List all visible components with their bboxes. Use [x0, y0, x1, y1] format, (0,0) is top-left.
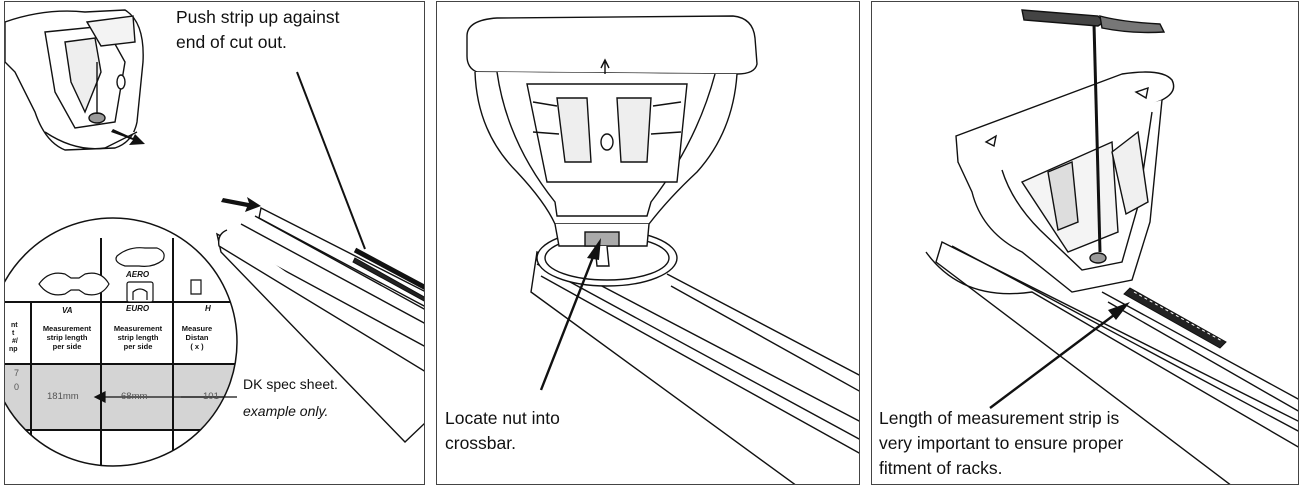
header-euro: EURO — [126, 304, 150, 313]
column-header-3: Measure Distan ( x ) — [181, 324, 213, 351]
column-header-1: Measurement strip length per side — [42, 324, 92, 351]
euro-profile-icon — [126, 281, 154, 303]
step-1-caption: Push strip up against end of cut out. — [176, 7, 340, 52]
crossbar-rail — [530, 250, 859, 484]
step-2-illustration — [466, 15, 859, 484]
step-panel-2: Locate nut into crossbar. — [436, 1, 860, 485]
header-va: VA — [62, 306, 73, 315]
row-stub-1: 0 — [14, 382, 20, 392]
pull-arrow-icon — [111, 129, 145, 145]
step-panel-1: VA AERO EURO H Measurement strip length … — [4, 1, 425, 485]
strip-arrow-icon — [989, 302, 1130, 409]
header-h: H — [205, 304, 211, 313]
value-va: 181mm — [47, 391, 79, 402]
va-profile-icon — [38, 272, 110, 296]
left-stub-1: t — [12, 330, 15, 337]
rack-foot-body — [955, 71, 1175, 293]
left-stub-3: np — [9, 346, 18, 353]
crossbar-rail — [925, 240, 1298, 484]
allen-key-tool — [1021, 9, 1166, 253]
left-stub-0: nt — [11, 322, 18, 329]
header-aero: AERO — [126, 270, 150, 279]
crossbar-rail — [215, 206, 424, 443]
bracket-drawing — [5, 9, 144, 151]
step-1-illustration — [5, 9, 424, 467]
step-2-caption: Locate nut into crossbar. — [445, 408, 560, 453]
aero-profile-icon — [115, 247, 165, 267]
spec-sheet-note: DK spec sheet. — [243, 376, 338, 392]
spec-sheet-inset — [5, 218, 237, 466]
measurement-strip — [352, 257, 424, 302]
caption-leader-line — [296, 71, 366, 250]
rack-foot-body — [466, 15, 758, 267]
step-3-caption: Length of measurement strip is very impo… — [879, 408, 1124, 478]
step-panel-3: Length of measurement strip is very impo… — [871, 1, 1299, 485]
row-stub-0: 7 — [14, 368, 20, 378]
left-stub-2: #/ — [12, 338, 18, 345]
value-aero: 68mm — [121, 391, 148, 402]
step-3-illustration — [925, 9, 1298, 484]
example-only-note: example only. — [243, 403, 329, 419]
push-arrow-icon — [221, 197, 261, 212]
measurement-strip — [1123, 287, 1227, 349]
inset-circle-outline — [5, 217, 238, 467]
h-profile-icon — [190, 279, 202, 295]
value-h: 101 — [203, 391, 219, 402]
locate-arrow-icon — [539, 238, 601, 391]
column-header-2: Measurement strip length per side — [113, 324, 163, 351]
